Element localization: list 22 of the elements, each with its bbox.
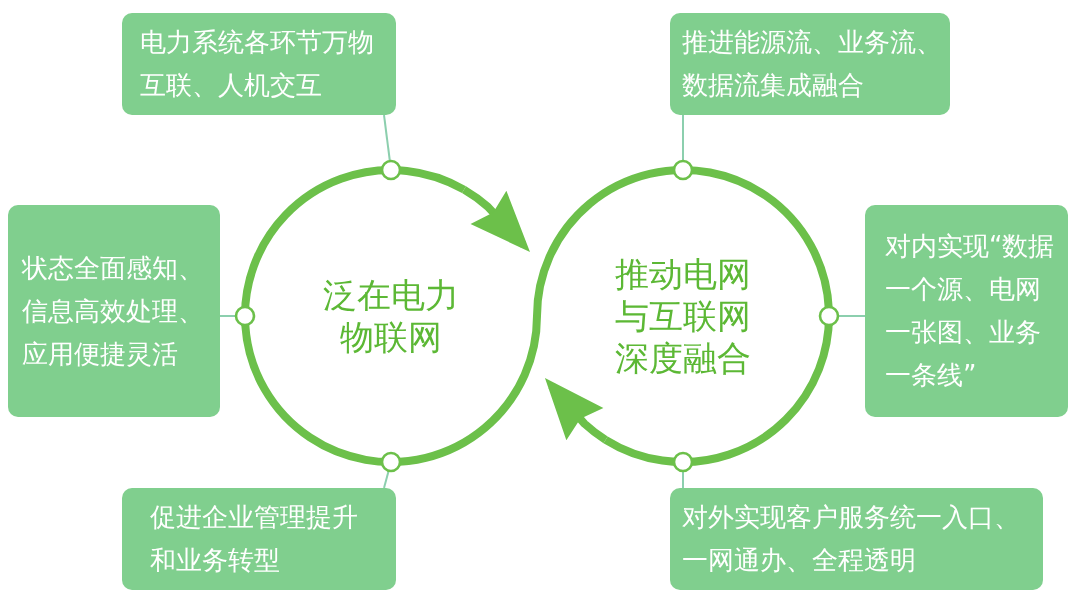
leader-line bbox=[818, 305, 866, 327]
leader-line bbox=[672, 451, 694, 489]
card-text: 对外实现客户服务统一入口、一网通办、全程透明 bbox=[682, 501, 1021, 577]
info-card bbox=[122, 488, 396, 590]
leader-line bbox=[672, 114, 694, 181]
info-card bbox=[865, 205, 1068, 417]
info-card bbox=[670, 488, 1043, 590]
card-text: 状态全面感知、信息高效处理、应用便捷灵活 bbox=[22, 251, 205, 371]
leader-line bbox=[219, 305, 256, 327]
card-text: 对内实现“数据一个源、电网一张图、业务一条线” bbox=[885, 230, 1056, 392]
info-card bbox=[670, 13, 950, 115]
circle-title: 推动电网与互联网深度融合 bbox=[614, 253, 752, 379]
info-card bbox=[8, 205, 220, 417]
card-text: 推进能源流、业务流、数据流集成融合 bbox=[682, 26, 943, 102]
info-card bbox=[122, 13, 396, 115]
leader-line bbox=[380, 114, 402, 181]
card-text: 电力系统各环节万物互联、人机交互 bbox=[140, 26, 375, 102]
circle-title: 泛在电力物联网 bbox=[322, 274, 460, 358]
leader-line bbox=[380, 451, 402, 489]
card-text: 促进企业管理提升和业务转型 bbox=[150, 501, 359, 577]
curved-arrow bbox=[461, 186, 530, 252]
curved-arrow bbox=[544, 378, 608, 444]
